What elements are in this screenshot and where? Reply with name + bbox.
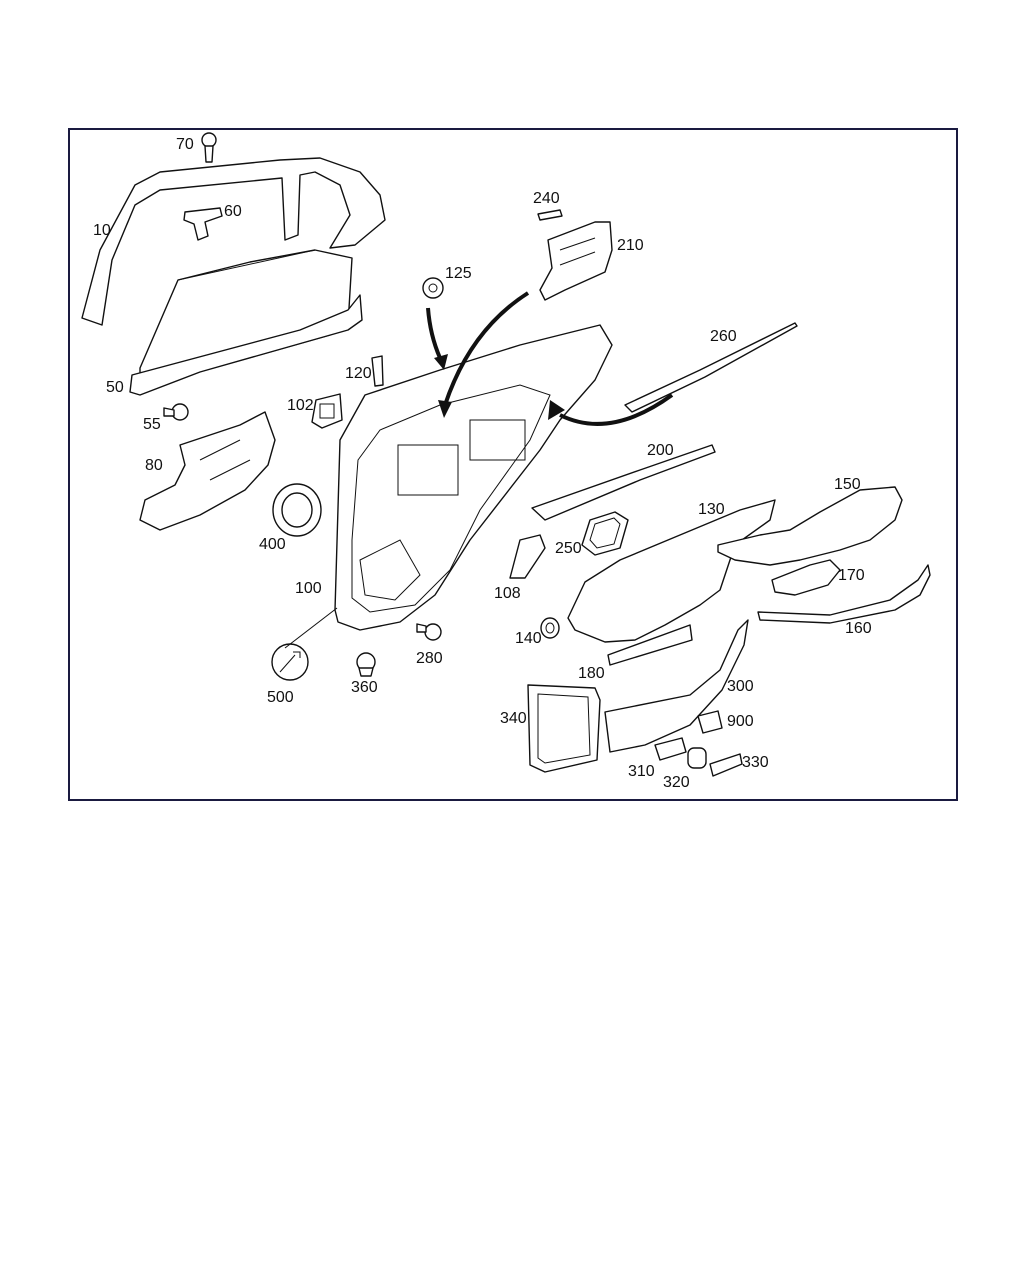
part-50-window-glass[interactable] (129, 249, 363, 396)
part-55-screw[interactable] (163, 403, 189, 421)
part-340-frame-trim[interactable] (527, 684, 601, 773)
label-60: 60 (224, 203, 242, 220)
part-70-screw[interactable] (201, 132, 217, 163)
part-120-pin[interactable] (371, 355, 384, 387)
label-80: 80 (145, 457, 163, 474)
diagram-frame (68, 128, 958, 801)
label-320: 320 (663, 774, 690, 791)
part-360-clip[interactable] (356, 652, 376, 677)
part-260-seal-strip[interactable] (624, 322, 798, 413)
part-125-clip[interactable] (422, 277, 444, 299)
label-210: 210 (617, 237, 644, 254)
part-330-light[interactable] (709, 753, 743, 777)
part-400-speaker-ring[interactable] (272, 483, 322, 537)
part-200-trim-strip[interactable] (531, 444, 716, 521)
part-10-window-frame[interactable] (81, 157, 386, 326)
leader-lines (284, 607, 338, 649)
label-100: 100 (295, 580, 322, 597)
part-900-module[interactable] (697, 710, 723, 734)
label-360: 360 (351, 679, 378, 696)
label-125: 125 (445, 265, 472, 282)
label-140: 140 (515, 630, 542, 647)
part-210-bracket[interactable] (539, 221, 613, 301)
label-170: 170 (838, 567, 865, 584)
label-330: 330 (742, 754, 769, 771)
label-300: 300 (727, 678, 754, 695)
label-340: 340 (500, 710, 527, 727)
part-280-screw[interactable] (416, 623, 442, 641)
label-70: 70 (176, 136, 194, 153)
part-500-wrench-icon (271, 643, 309, 681)
part-320-cylinder[interactable] (687, 747, 707, 769)
label-240: 240 (533, 190, 560, 207)
label-150: 150 (834, 476, 861, 493)
label-180: 180 (578, 665, 605, 682)
part-100-door-panel[interactable] (334, 324, 613, 631)
part-150-armrest[interactable] (717, 486, 903, 566)
part-140-grommet[interactable] (540, 617, 560, 639)
label-400: 400 (259, 536, 286, 553)
label-130: 130 (698, 501, 725, 518)
label-160: 160 (845, 620, 872, 637)
label-108: 108 (494, 585, 521, 602)
label-55: 55 (143, 416, 161, 433)
part-108-cover[interactable] (509, 534, 546, 579)
part-310-handle[interactable] (654, 737, 687, 761)
label-200: 200 (647, 442, 674, 459)
label-120: 120 (345, 365, 372, 382)
part-250-handle-bezel[interactable] (581, 511, 629, 556)
assembly-arrows (426, 291, 674, 426)
label-50: 50 (106, 379, 124, 396)
part-300-door-pocket[interactable] (604, 619, 749, 753)
label-900: 900 (727, 713, 754, 730)
label-102: 102 (287, 397, 314, 414)
label-310: 310 (628, 763, 655, 780)
label-280: 280 (416, 650, 443, 667)
part-240-pin[interactable] (537, 209, 563, 221)
part-160-trim-strip[interactable] (757, 564, 931, 624)
part-170-switch-unit[interactable] (771, 559, 841, 596)
part-60-clip[interactable] (183, 207, 223, 241)
part-80-insulation[interactable] (139, 411, 276, 531)
label-250: 250 (555, 540, 582, 557)
label-500: 500 (267, 689, 294, 706)
label-10: 10 (93, 222, 111, 239)
part-labels: 70 60 10 240 210 125 260 120 50 102 55 2… (93, 136, 872, 791)
part-102-speaker-mount[interactable] (311, 393, 343, 429)
label-260: 260 (710, 328, 737, 345)
part-180-reflector[interactable] (607, 624, 693, 666)
